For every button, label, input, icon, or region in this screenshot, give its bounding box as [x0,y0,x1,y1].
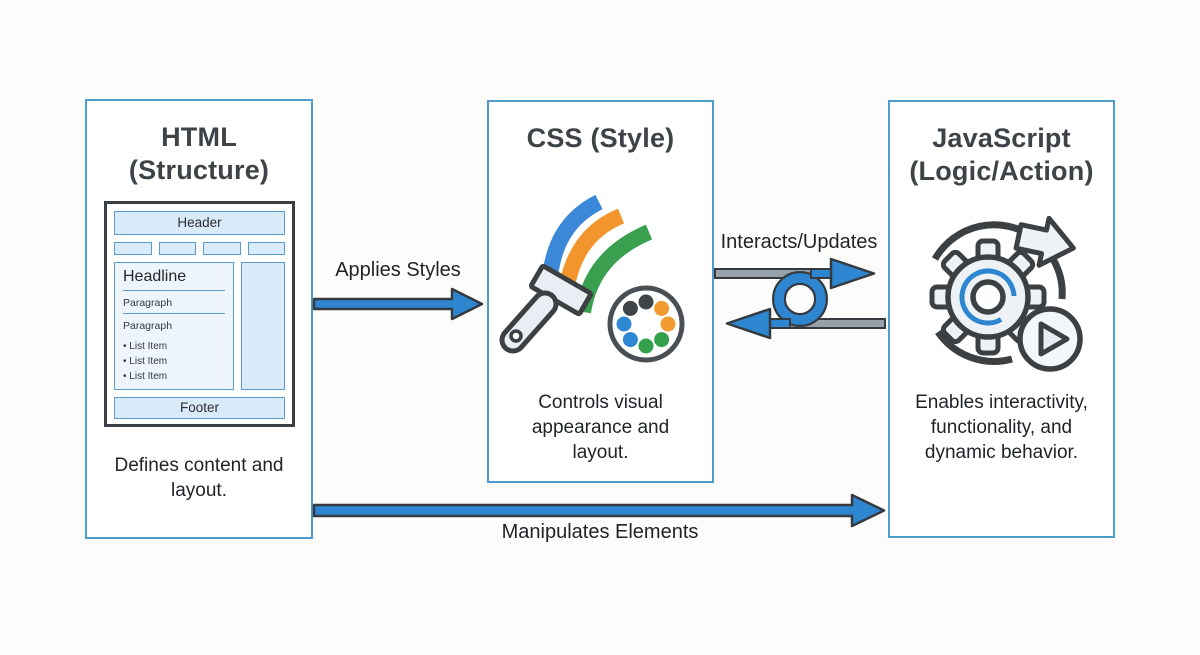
right-arrowhead-icon [810,257,876,290]
gear-process-icon [929,215,1083,372]
wireframe-sidebar-column [241,262,285,390]
color-palette-icon [607,285,685,363]
wireframe-paragraph: Paragraph [123,320,173,332]
manipulates-elements-label: Manipulates Elements [501,521,699,543]
arrowhead-icon [1013,215,1076,268]
paintbrush-palette-icon [499,194,685,363]
html-title-line1: HTML [161,122,237,152]
left-arrowhead-icon [725,307,791,340]
applies-styles-label: Applies Styles [335,259,461,281]
html-box-title: HTML (Structure) [87,121,311,187]
interacts-updates-arrows-icon [714,257,886,340]
wireframe-nav-box [247,242,285,255]
wireframe-nav-box [114,242,152,255]
html-box-caption: Defines content and layout. [114,455,284,501]
javascript-logic-box: JavaScript (Logic/Action) [888,100,1115,538]
wireframe-list-item: • List Item [123,356,168,367]
js-title-line1: JavaScript [932,123,1071,153]
css-box-title: CSS (Style) [526,123,675,153]
html-structure-box: HTML (Structure) Header Headline Paragra… [85,99,313,539]
wireframe-list-item: • List Item [123,371,168,382]
blue-ring-icon [959,268,1017,326]
wireframe-list-item: • List Item [123,341,168,352]
js-title-line2: (Logic/Action) [909,156,1094,186]
js-box-title: JavaScript (Logic/Action) [890,122,1113,188]
wireframe-header-bar: Header [114,211,285,235]
wireframe-nav-box [158,242,196,255]
wireframe-divider [123,313,225,314]
browser-wireframe-icon: Header Headline Paragraph Paragraph • Li… [104,201,295,427]
css-box-caption: Controls visual appearance and layout. [531,392,670,463]
brush-handle-icon [499,290,559,354]
wireframe-list: • List Item • List Item • List Item [123,339,225,384]
wireframe-headline: Headline [123,268,187,285]
interacts-updates-label: Interacts/Updates [720,231,878,253]
wireframe-content-column: Headline Paragraph Paragraph • List Item… [114,262,234,390]
wireframe-nav-box [203,242,241,255]
play-button-icon [1017,306,1083,372]
loop-ring [774,273,826,325]
wireframe-footer-bar: Footer [114,397,285,419]
wireframe-paragraph: Paragraph [123,297,173,309]
manipulates-elements-arrow-icon [312,493,886,528]
css-style-box: CSS (Style) [487,100,714,483]
wireframe-nav-row [114,242,285,255]
html-title-line2: (Structure) [128,155,270,185]
wireframe-main-row: Headline Paragraph Paragraph • List Item… [114,262,285,390]
applies-styles-arrow-icon [312,287,484,321]
wireframe-divider [123,290,225,291]
js-box-caption: Enables interactivity, functionality, an… [915,392,1088,463]
